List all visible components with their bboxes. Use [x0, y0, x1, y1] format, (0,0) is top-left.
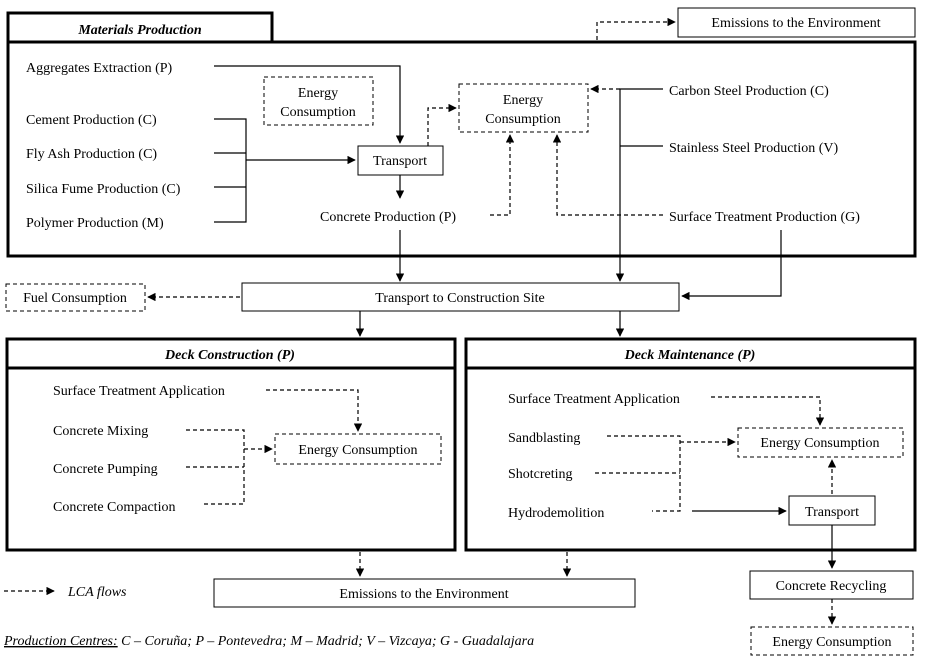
fuel-consumption-label: Fuel Consumption: [23, 291, 127, 306]
energy-left-line2: Consumption: [280, 105, 355, 120]
materials-transport-box: [357, 145, 444, 176]
energy-consumption-left: [263, 76, 374, 126]
fuel-consumption-box: [5, 283, 146, 312]
materials-transport-label: Transport: [373, 154, 427, 169]
materials-production-title: Materials Production: [77, 23, 202, 38]
emissions-bottom-label: Emissions to the Environment: [339, 587, 508, 602]
maintenance-transport-label: Transport: [805, 505, 859, 520]
maintenance-sandblasting: Sandblasting: [508, 431, 580, 446]
construction-concrete-pumping: Concrete Pumping: [53, 462, 158, 477]
energy-left-line1: Energy: [298, 86, 338, 101]
emissions-top-box: [677, 7, 916, 38]
surface-treatment-production: Surface Treatment Production (G): [669, 210, 860, 225]
legend-label: LCA flows: [67, 585, 127, 600]
emissions-top-label: Emissions to the Environment: [711, 16, 880, 31]
energy-bottom-box: [750, 626, 914, 656]
transport-to-site-box: [241, 282, 680, 312]
maintenance-energy-label: Energy Consumption: [760, 436, 879, 451]
silica-fume-production: Silica Fume Production (C): [26, 182, 181, 197]
emissions-bottom-box: [213, 578, 636, 608]
production-centres-footer: Production Centres: C – Coruña; P – Pont…: [3, 634, 534, 649]
construction-surface-treatment: Surface Treatment Application: [53, 384, 225, 399]
fly-ash-production: Fly Ash Production (C): [26, 147, 157, 162]
energy-bottom-label: Energy Consumption: [772, 635, 891, 650]
footer-text: C – Coruña; P – Pontevedra; M – Madrid; …: [118, 634, 534, 649]
construction-energy-label: Energy Consumption: [298, 443, 417, 458]
maintenance-surface-treatment: Surface Treatment Application: [508, 392, 680, 407]
maintenance-energy-box: [737, 427, 904, 458]
deck-construction-section: Deck Construction (P): [5, 337, 457, 552]
footer-label: Production Centres:: [3, 634, 118, 649]
maintenance-shotcreting: Shotcreting: [508, 467, 573, 482]
energy-consumption-mid: [458, 83, 589, 133]
concrete-production: Concrete Production (P): [320, 210, 456, 225]
concrete-recycling-box: [749, 570, 914, 600]
construction-concrete-compaction: Concrete Compaction: [53, 500, 175, 515]
deck-construction-title: Deck Construction (P): [164, 348, 295, 363]
maintenance-hydrodemolition: Hydrodemolition: [508, 506, 604, 521]
energy-mid-line1: Energy: [503, 93, 543, 108]
maintenance-transport-box: [788, 495, 876, 526]
aggregates-extraction: Aggregates Extraction (P): [26, 61, 173, 76]
cement-production: Cement Production (C): [26, 113, 157, 128]
deck-maintenance-section: Deck Maintenance (P): [464, 337, 917, 552]
transport-to-site-label: Transport to Construction Site: [375, 291, 544, 306]
construction-energy-box: [274, 433, 442, 465]
polymer-production: Polymer Production (M): [26, 216, 164, 231]
construction-concrete-mixing: Concrete Mixing: [53, 424, 148, 439]
carbon-steel-production: Carbon Steel Production (C): [669, 84, 829, 99]
energy-mid-line2: Consumption: [485, 112, 560, 127]
concrete-recycling-label: Concrete Recycling: [776, 579, 887, 594]
deck-maintenance-title: Deck Maintenance (P): [624, 348, 756, 363]
materials-production-section: Materials Production: [6, 11, 917, 258]
stainless-steel-production: Stainless Steel Production (V): [669, 141, 838, 156]
